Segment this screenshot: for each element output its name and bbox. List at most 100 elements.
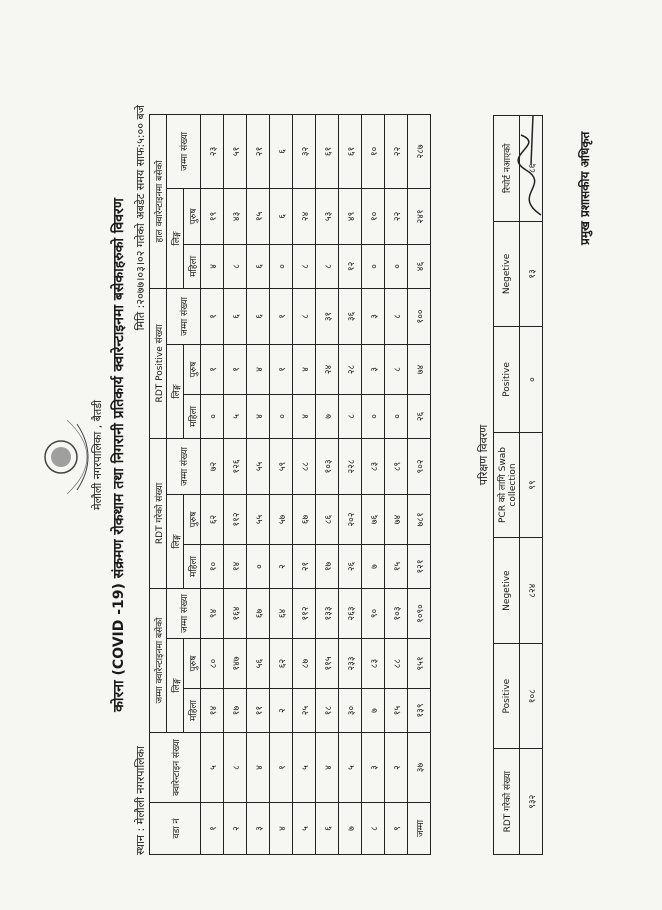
col-ward: वडा नं	[149, 802, 201, 855]
table-cell: १	[223, 344, 247, 395]
table-cell: ७६	[361, 494, 385, 545]
table-cell: ११५	[315, 638, 339, 689]
table-cell: ८३	[361, 438, 385, 495]
table-cell: १	[269, 344, 293, 395]
table-cell: १४७	[223, 638, 247, 689]
table-cell: ७	[338, 802, 362, 855]
table-cell: १३३	[315, 588, 339, 639]
table-cell: ६२	[269, 638, 293, 689]
table-cell: ८६	[315, 494, 339, 545]
table-cell: १०३	[384, 588, 408, 639]
totals-cell: ७८१	[407, 494, 431, 545]
table-cell: ५	[338, 732, 362, 803]
h-rdt: RDT गरेको संख्या	[493, 748, 520, 855]
table-cell: ६२	[200, 494, 224, 545]
table-cell: ४	[200, 244, 224, 289]
table-cell: ५५	[246, 438, 270, 495]
table-cell: ४	[246, 394, 270, 439]
table-cell: ११२	[292, 588, 316, 639]
totals-cell: ४६	[407, 244, 431, 289]
table-cell: ८	[292, 244, 316, 289]
female-header: महिला	[183, 244, 201, 289]
totals-cell: १००	[407, 288, 431, 345]
table-cell: २	[269, 688, 293, 733]
total-header: जम्मा संख्या	[166, 114, 201, 189]
table-cell: ३	[361, 288, 385, 345]
table-cell: २	[384, 732, 408, 803]
table-cell: ४	[315, 732, 339, 803]
table-cell: १५	[246, 188, 270, 245]
male-header: पुरुष	[183, 344, 201, 395]
table-cell: ९४	[200, 588, 224, 639]
table-cell: ३	[361, 344, 385, 395]
table-cell: ०	[361, 394, 385, 439]
table-cell: १	[269, 732, 293, 803]
table-cell: ८	[223, 244, 247, 289]
table-cell: १७	[223, 688, 247, 733]
table-cell: ७	[361, 688, 385, 733]
table-cell: ४	[292, 394, 316, 439]
table-cell: २६३	[338, 588, 362, 639]
report-title: कोरना (COVID -19) संक्रमण रोकथाम तथा निग…	[111, 198, 127, 712]
table-cell: ६	[223, 288, 247, 345]
table-cell: १	[200, 288, 224, 345]
signatory-title: प्रमुख प्रशासकीय अधिकृत	[578, 131, 592, 245]
table-cell: ८	[315, 244, 339, 289]
table-cell: १०	[361, 114, 385, 189]
gender-header: लिङ्ग	[166, 344, 184, 439]
table-cell: ४३	[223, 188, 247, 245]
table-cell: ८	[361, 802, 385, 855]
totals-cell: ९०२	[407, 438, 431, 495]
table-cell: ८	[223, 732, 247, 803]
totals-cell: २८७	[407, 114, 431, 189]
quarantine-table: वडा नं क्वारेन्टाइन संख्या जम्मा क्वारेन…	[149, 114, 431, 855]
table-cell: २८	[338, 344, 362, 395]
table-cell: १०	[361, 188, 385, 245]
table-cell: ५	[223, 394, 247, 439]
gender-header: लिङ्ग	[166, 188, 184, 289]
table-cell: ०	[269, 244, 293, 289]
table-cell: २	[269, 544, 293, 589]
table-cell: ७	[315, 394, 339, 439]
v-pos: १०८	[519, 643, 543, 749]
table-cell: २३३	[338, 638, 362, 689]
totals-row: जम्मा ३७ १३९ ९५१ १०९० १२१ ७८१ ९०२ २६ ७४ …	[407, 114, 431, 855]
female-header: महिला	[183, 544, 201, 589]
table-cell: २३	[200, 114, 224, 189]
male-header: पुरुष	[183, 188, 201, 245]
table-cell: ८	[292, 288, 316, 345]
totals-cell: १०९०	[407, 588, 431, 639]
table-cell: ३१	[315, 288, 339, 345]
table-cell: ५९	[269, 438, 293, 495]
v-rdt: ९३२	[519, 748, 543, 855]
totals-cell: २४१	[407, 188, 431, 245]
table-cell: ३	[361, 732, 385, 803]
table-cell: २२	[384, 114, 408, 189]
table-cell: ५६	[246, 638, 270, 689]
table-cell: ८८	[292, 438, 316, 495]
gender-header: लिङ्ग	[166, 638, 184, 733]
v-neg: ८२४	[519, 537, 543, 644]
h-pcr: PCR को लागि Swab collection	[493, 432, 520, 538]
h-neg: Negetive	[493, 537, 520, 644]
place-label: स्थान : मेलौली नगरपालिका	[134, 746, 147, 855]
table-cell: ३०	[338, 688, 362, 733]
male-header: पुरुष	[183, 638, 201, 689]
table-cell: ८७	[292, 638, 316, 689]
table-cell: ४	[246, 732, 270, 803]
table-cell: ५	[200, 732, 224, 803]
municipality-seal	[44, 419, 89, 495]
totals-cell: १३९	[407, 688, 431, 733]
date-label: मिति :२०७७।०३।०२ गतेको अबडेट समय साफ:५:०…	[134, 105, 147, 331]
table-cell: ५७	[269, 494, 293, 545]
table-cell: १४	[200, 688, 224, 733]
totals-cell: १२१	[407, 544, 431, 589]
table-cell: १४	[223, 544, 247, 589]
